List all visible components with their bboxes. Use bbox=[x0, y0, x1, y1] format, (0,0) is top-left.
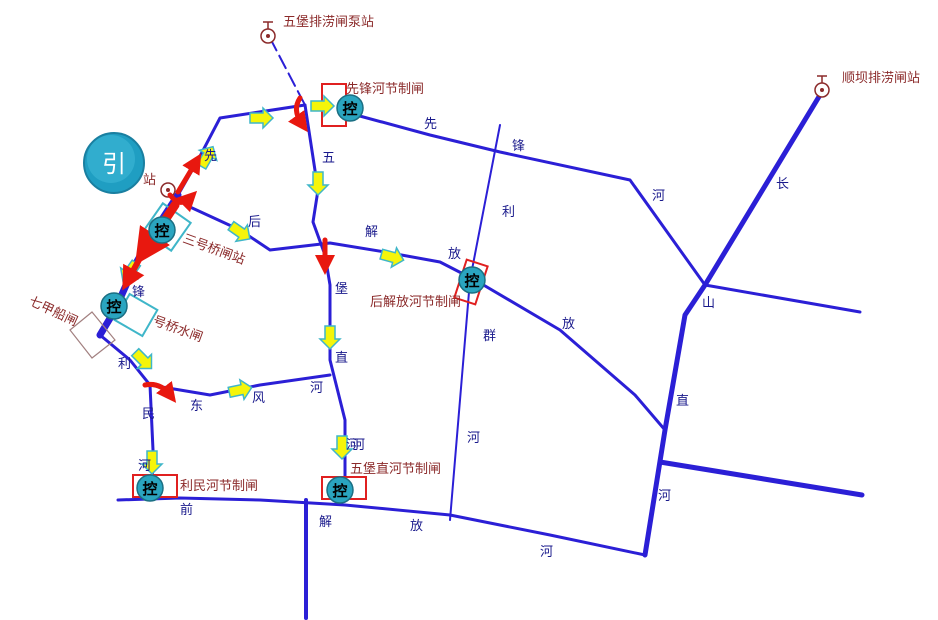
river-char: 河 bbox=[658, 489, 671, 504]
river-char: 解 bbox=[319, 515, 332, 530]
river-houjiefang bbox=[473, 278, 667, 432]
flow-arrows bbox=[119, 94, 405, 476]
river-char: 放 bbox=[410, 519, 423, 534]
yellow-flow-arrow-icon bbox=[130, 347, 153, 370]
river-char: 群 bbox=[483, 329, 496, 344]
river-char: 河 bbox=[540, 545, 553, 560]
river-char: 五 bbox=[322, 151, 335, 166]
red-curved-arrow-icon bbox=[175, 153, 202, 195]
control-badge-label: 控 bbox=[464, 272, 479, 290]
river-qianjiefang bbox=[116, 496, 647, 557]
yellow-flow-arrow-icon bbox=[379, 245, 405, 269]
river-changshan bbox=[642, 92, 823, 558]
river-char: 东 bbox=[190, 399, 203, 414]
control-badge-icon[interactable]: 控 bbox=[100, 292, 128, 320]
river-char: 锋 bbox=[132, 285, 145, 300]
river-char: 河 bbox=[352, 438, 365, 453]
red-curved-arrow-icon bbox=[167, 190, 198, 213]
river-east-branch bbox=[703, 283, 862, 314]
river-char: 利 bbox=[502, 205, 515, 220]
control-badge-icon[interactable]: 控 bbox=[326, 476, 354, 504]
river-char: 前 bbox=[180, 502, 193, 518]
river-char: 河 bbox=[310, 381, 323, 396]
river-east-lower bbox=[657, 459, 865, 498]
yellow-flow-arrow-icon bbox=[227, 378, 253, 402]
river-char: 河 bbox=[467, 431, 480, 446]
guide-button-label: 引 bbox=[102, 150, 126, 178]
station-label-wubaozhi-gate: 五堡直河节制闸 bbox=[350, 461, 441, 477]
yellow-flow-arrow-icon bbox=[330, 435, 354, 461]
station-label-sanhao: 三号桥闸站 bbox=[181, 232, 247, 268]
red-curved-arrow-icon bbox=[288, 95, 308, 133]
station-label-wubao-pump: 五堡排涝闸泵站 bbox=[283, 14, 374, 30]
red-curved-arrow-icon bbox=[142, 380, 177, 403]
control-badge-label: 控 bbox=[332, 482, 347, 500]
river-pump-link bbox=[269, 37, 306, 106]
river-char: 河 bbox=[652, 189, 665, 204]
control-badge-label: 控 bbox=[154, 222, 169, 240]
river-char: 河 bbox=[346, 438, 359, 453]
pump-station-icon[interactable] bbox=[260, 21, 276, 44]
yellow-flow-arrow-icon bbox=[310, 94, 336, 118]
river-char: 利 bbox=[118, 357, 131, 372]
river-char: 放 bbox=[562, 317, 575, 332]
control-badge-icon[interactable]: 控 bbox=[136, 474, 164, 502]
station-labels: 五堡排涝闸泵站 先锋河节制闸 顺坝排涝闸站 三号桥闸站 七甲船闸 号桥水闸 后解… bbox=[26, 14, 920, 494]
river-char: 直 bbox=[335, 351, 348, 366]
control-badge-icon[interactable]: 控 bbox=[148, 216, 176, 244]
river-char: 长 bbox=[776, 177, 789, 192]
control-badges: 控 控 控 控 控 控 bbox=[100, 94, 486, 504]
yellow-flow-arrow-icon bbox=[318, 325, 342, 351]
guide-circle-icon[interactable]: 引 bbox=[83, 132, 145, 194]
river-char: 放 bbox=[448, 247, 461, 262]
gate-frame-qijia bbox=[69, 311, 116, 359]
station-label-shunba: 顺坝排涝闸站 bbox=[842, 70, 920, 86]
river-char: 锋 bbox=[512, 139, 525, 154]
red-arrows bbox=[122, 95, 335, 403]
river-char: 堡 bbox=[335, 281, 348, 297]
river-liqun bbox=[449, 124, 501, 521]
station-label-partial: 站 bbox=[143, 173, 156, 188]
river-char: 先 bbox=[424, 117, 437, 132]
river-char: 河 bbox=[138, 459, 151, 474]
station-label-qijia: 七甲船闸 bbox=[26, 294, 79, 330]
station-label-xianfeng-gate: 先锋河节制闸 bbox=[346, 82, 424, 97]
control-badge-label: 控 bbox=[142, 480, 157, 498]
station-label-houjiefang-gate: 后解放河节制闸 bbox=[370, 295, 461, 310]
yellow-flow-arrow-icon bbox=[249, 106, 275, 130]
yellow-flow-arrow-icon bbox=[306, 171, 330, 197]
red-curved-arrow-icon bbox=[122, 255, 145, 291]
river-char: 风 bbox=[252, 391, 265, 406]
yellow-flow-arrow-icon bbox=[196, 145, 218, 171]
yellow-flow-arrow-icon bbox=[140, 450, 164, 476]
river-char: 后 bbox=[248, 215, 261, 230]
station-label-erhao: 号桥水闸 bbox=[151, 314, 205, 346]
river-char: 民 bbox=[142, 407, 155, 422]
yellow-flow-arrow-icon bbox=[227, 220, 251, 243]
control-badge-icon[interactable]: 控 bbox=[336, 94, 364, 122]
control-badge-label: 控 bbox=[106, 298, 121, 316]
pump-station-icon[interactable] bbox=[814, 75, 830, 98]
river-xianfeng bbox=[343, 110, 707, 287]
river-char: 先 bbox=[204, 149, 217, 164]
control-badge-label: 控 bbox=[342, 100, 357, 118]
control-badge-icon[interactable]: 控 bbox=[458, 266, 486, 294]
river-char: 山 bbox=[702, 296, 715, 311]
river-char: 解 bbox=[365, 225, 378, 240]
river-lines bbox=[96, 37, 865, 620]
station-label-limin-gate: 利民河节制闸 bbox=[180, 479, 258, 494]
river-char: 直 bbox=[676, 394, 689, 409]
river-labels: 先 锋 河 长 山 直 河 五 堡 直 河 后 解 放 利 群 河 放 利 民 … bbox=[118, 117, 789, 560]
